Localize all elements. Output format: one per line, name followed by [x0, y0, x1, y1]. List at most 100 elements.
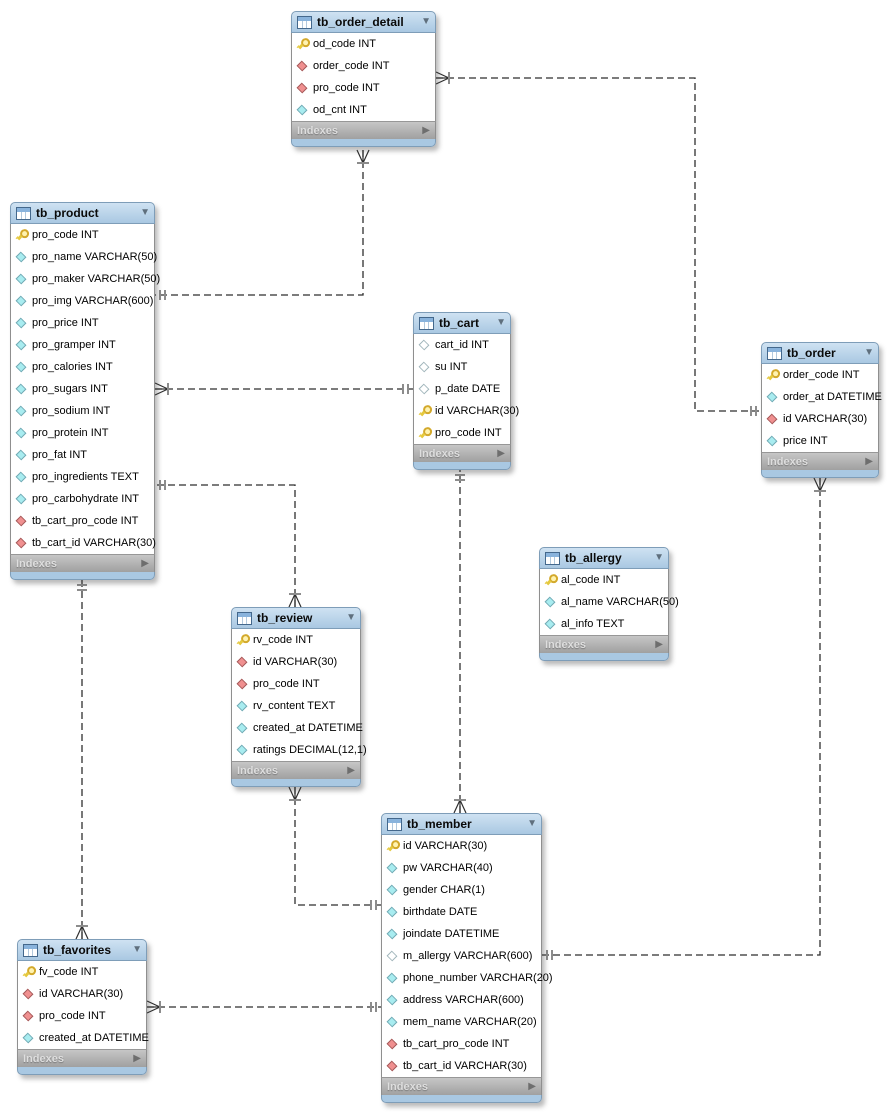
column-row[interactable]: tb_cart_pro_code INT	[382, 1033, 541, 1055]
column-row[interactable]: order_at DATETIME	[762, 386, 882, 408]
column-row[interactable]: pro_name VARCHAR(50)	[11, 246, 157, 268]
column-row[interactable]: order_code INT	[292, 55, 435, 77]
table-tb_member[interactable]: tb_member ▼ id VARCHAR(30) pw VARCHAR(40…	[381, 813, 553, 1103]
expand-arrow-icon[interactable]: ▶	[865, 455, 873, 467]
column-row[interactable]: id VARCHAR(30)	[414, 400, 519, 422]
column-row[interactable]: m_allergy VARCHAR(600)	[382, 945, 541, 967]
column-row[interactable]: su INT	[414, 356, 510, 378]
table-header[interactable]: tb_favorites ▼	[17, 939, 147, 961]
collapse-arrow-icon[interactable]: ▼	[527, 818, 537, 829]
expand-arrow-icon[interactable]: ▶	[497, 447, 505, 459]
table-header[interactable]: tb_member ▼	[381, 813, 542, 835]
column-row[interactable]: pro_img VARCHAR(600)	[11, 290, 154, 312]
relationship-review-to-product[interactable]	[155, 480, 302, 608]
column-row[interactable]: cart_id INT	[414, 334, 510, 356]
collapse-arrow-icon[interactable]: ▼	[864, 347, 874, 358]
column-row[interactable]: pro_price INT	[11, 312, 154, 334]
column-row[interactable]: pro_maker VARCHAR(50)	[11, 268, 160, 290]
column-row[interactable]: pro_sugars INT	[11, 378, 154, 400]
column-row[interactable]: address VARCHAR(600)	[382, 989, 541, 1011]
column-row[interactable]: pro_gramper INT	[11, 334, 154, 356]
relationship-member-to-cart[interactable]	[453, 470, 467, 814]
indexes-footer[interactable]: Indexes ▶	[539, 635, 669, 653]
column-row[interactable]: pw VARCHAR(40)	[382, 857, 541, 879]
indexes-footer[interactable]: Indexes ▶	[761, 452, 879, 470]
indexes-footer[interactable]: Indexes ▶	[381, 1077, 542, 1095]
column-row[interactable]: tb_cart_id VARCHAR(30)	[11, 532, 156, 554]
expand-arrow-icon[interactable]: ▶	[347, 764, 355, 776]
column-row[interactable]: id VARCHAR(30)	[762, 408, 878, 430]
collapse-arrow-icon[interactable]: ▼	[140, 207, 150, 218]
column-row[interactable]: phone_number VARCHAR(20)	[382, 967, 553, 989]
relationship-order-to-member[interactable]	[542, 477, 827, 960]
column-row[interactable]: pro_code INT	[11, 224, 154, 246]
column-row[interactable]: pro_code INT	[292, 77, 435, 99]
column-row[interactable]: al_name VARCHAR(50)	[540, 591, 679, 613]
table-tb_cart[interactable]: tb_cart ▼ cart_id INT su INT p_date DATE…	[413, 312, 519, 470]
column-row[interactable]: pro_sodium INT	[11, 400, 154, 422]
column-row[interactable]: order_code INT	[762, 364, 878, 386]
relationship-order-detail-to-product[interactable]	[155, 149, 370, 300]
column-row[interactable]: tb_cart_id VARCHAR(30)	[382, 1055, 541, 1077]
column-row[interactable]: price INT	[762, 430, 878, 452]
expand-arrow-icon[interactable]: ▶	[141, 557, 149, 569]
column-row[interactable]: created_at DATETIME	[18, 1027, 149, 1049]
column-row[interactable]: mem_name VARCHAR(20)	[382, 1011, 541, 1033]
table-header[interactable]: tb_cart ▼	[413, 312, 511, 334]
column-row[interactable]: id VARCHAR(30)	[18, 983, 146, 1005]
column-row[interactable]: rv_code INT	[232, 629, 360, 651]
column-row[interactable]: rv_content TEXT	[232, 695, 360, 717]
column-row[interactable]: tb_cart_pro_code INT	[11, 510, 154, 532]
indexes-footer[interactable]: Indexes ▶	[10, 554, 155, 572]
column-row[interactable]: ratings DECIMAL(12,1)	[232, 739, 367, 761]
collapse-arrow-icon[interactable]: ▼	[346, 612, 356, 623]
column-row[interactable]: od_cnt INT	[292, 99, 435, 121]
column-row[interactable]: pro_code INT	[414, 422, 510, 444]
column-row[interactable]: id VARCHAR(30)	[232, 651, 360, 673]
collapse-arrow-icon[interactable]: ▼	[132, 944, 142, 955]
expand-arrow-icon[interactable]: ▶	[528, 1080, 536, 1092]
indexes-footer[interactable]: Indexes ▶	[291, 121, 436, 139]
column-row[interactable]: pro_code INT	[232, 673, 360, 695]
expand-arrow-icon[interactable]: ▶	[133, 1052, 141, 1064]
table-header[interactable]: tb_product ▼	[10, 202, 155, 224]
collapse-arrow-icon[interactable]: ▼	[654, 552, 664, 563]
column-row[interactable]: birthdate DATE	[382, 901, 541, 923]
table-tb_order[interactable]: tb_order ▼ order_code INT order_at DATET…	[761, 342, 882, 478]
indexes-footer[interactable]: Indexes ▶	[413, 444, 511, 462]
relationship-review-to-member[interactable]	[288, 786, 381, 910]
column-row[interactable]: al_code INT	[540, 569, 668, 591]
column-row[interactable]: id VARCHAR(30)	[382, 835, 541, 857]
indexes-footer[interactable]: Indexes ▶	[17, 1049, 147, 1067]
relationship-favorites-to-member[interactable]	[146, 1000, 381, 1014]
expand-arrow-icon[interactable]: ▶	[422, 124, 430, 136]
table-tb_order_detail[interactable]: tb_order_detail ▼ od_code INT order_code…	[291, 11, 436, 147]
column-row[interactable]: pro_carbohydrate INT	[11, 488, 154, 510]
column-row[interactable]: pro_calories INT	[11, 356, 154, 378]
column-row[interactable]: al_info TEXT	[540, 613, 668, 635]
column-row[interactable]: od_code INT	[292, 33, 435, 55]
table-header[interactable]: tb_order_detail ▼	[291, 11, 436, 33]
table-tb_allergy[interactable]: tb_allergy ▼ al_code INT al_name VARCHAR…	[539, 547, 679, 661]
table-tb_review[interactable]: tb_review ▼ rv_code INT id VARCHAR(30) p…	[231, 607, 367, 787]
column-row[interactable]: pro_protein INT	[11, 422, 154, 444]
column-row[interactable]: pro_code INT	[18, 1005, 146, 1027]
collapse-arrow-icon[interactable]: ▼	[421, 16, 431, 27]
relationship-favorites-to-product[interactable]	[75, 580, 89, 940]
column-row[interactable]: joindate DATETIME	[382, 923, 541, 945]
table-header[interactable]: tb_allergy ▼	[539, 547, 669, 569]
table-header[interactable]: tb_order ▼	[761, 342, 879, 364]
collapse-arrow-icon[interactable]: ▼	[496, 317, 506, 328]
expand-arrow-icon[interactable]: ▶	[655, 638, 663, 650]
column-row[interactable]: gender CHAR(1)	[382, 879, 541, 901]
column-row[interactable]: pro_ingredients TEXT	[11, 466, 154, 488]
column-row[interactable]: fv_code INT	[18, 961, 146, 983]
table-tb_product[interactable]: tb_product ▼ pro_code INT pro_name VARCH…	[10, 202, 160, 580]
column-row[interactable]: pro_fat INT	[11, 444, 154, 466]
table-header[interactable]: tb_review ▼	[231, 607, 361, 629]
column-row[interactable]: p_date DATE	[414, 378, 510, 400]
relationship-order-detail-to-order[interactable]	[435, 71, 761, 416]
table-tb_favorites[interactable]: tb_favorites ▼ fv_code INT id VARCHAR(30…	[17, 939, 149, 1075]
relationship-product-to-cart[interactable]	[154, 382, 413, 396]
column-row[interactable]: created_at DATETIME	[232, 717, 363, 739]
